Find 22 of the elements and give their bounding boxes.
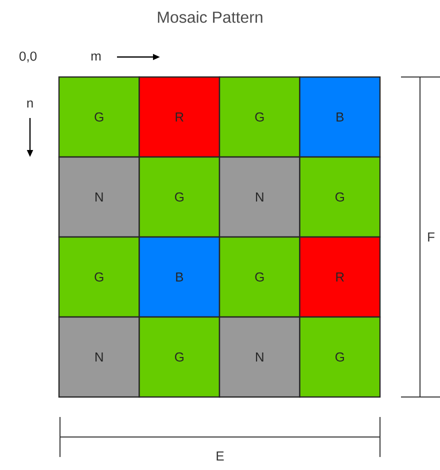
pixel-cell: G — [138, 316, 220, 398]
pixel-cell: G — [138, 156, 220, 238]
pixel-cell: G — [299, 316, 381, 398]
axis-label: n — [25, 100, 35, 108]
pixel-cell: N — [58, 316, 140, 398]
pixel-cell: N — [218, 156, 300, 238]
pixel-cell: G — [218, 76, 300, 158]
pixel-cell: N — [218, 316, 300, 398]
title: Mosaic Pattern — [158, 11, 262, 23]
pixel-cell: G — [218, 236, 300, 318]
pixel-cell: R — [299, 236, 381, 318]
pixel-cell: G — [58, 76, 140, 158]
pixel-cell: B — [299, 76, 381, 158]
pixel-cell: B — [138, 236, 220, 318]
pixel-cell: N — [58, 156, 140, 238]
axis-label: m — [90, 52, 102, 62]
dimension-label: E — [214, 450, 226, 462]
dimension-label: F — [426, 232, 436, 242]
coordinate-label: 0,0 — [18, 50, 38, 64]
pixel-cell: G — [299, 156, 381, 238]
pixel-cell: G — [58, 236, 140, 318]
pixel-cell: R — [138, 76, 220, 158]
